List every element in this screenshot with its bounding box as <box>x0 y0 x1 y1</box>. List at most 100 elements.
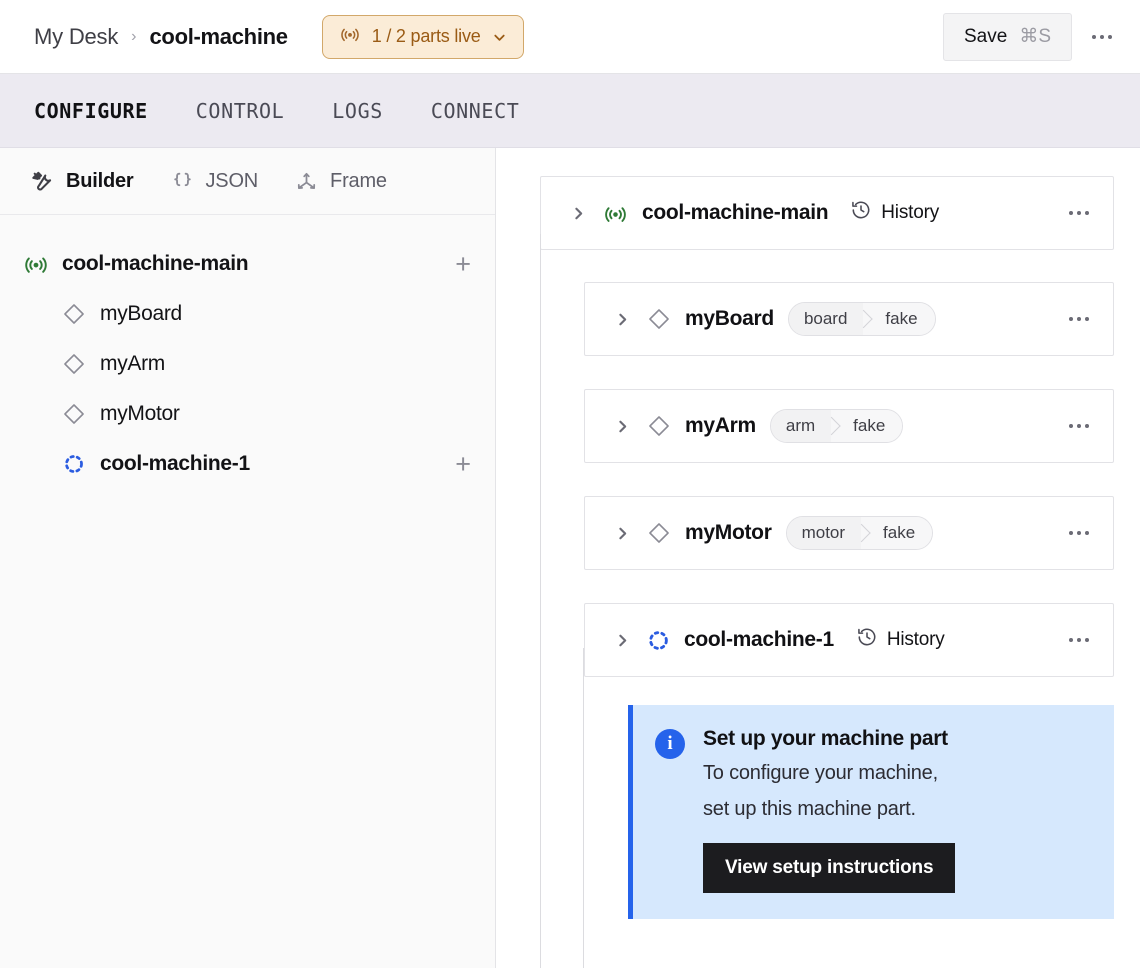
dot <box>1069 424 1073 428</box>
part-model-label: fake <box>861 517 933 549</box>
tab-configure[interactable]: CONFIGURE <box>34 98 148 123</box>
view-setup-instructions-button[interactable]: View setup instructions <box>703 843 956 893</box>
dot <box>1092 34 1096 39</box>
dot <box>1077 531 1081 535</box>
tree-item-label: cool-machine-1 <box>100 452 250 475</box>
machine-tree: cool-machine-main + myBoard myArm <box>0 215 495 489</box>
machine-root-card[interactable]: cool-machine-main History <box>540 176 1114 250</box>
setup-info-callout: i Set up your machine part To configure … <box>628 705 1114 919</box>
history-button[interactable]: History <box>856 626 945 654</box>
save-shortcut-label: ⌘S <box>1019 26 1051 47</box>
radar-icon-green <box>603 201 628 226</box>
dot <box>1085 424 1089 428</box>
card-title: myMotor <box>685 521 772 544</box>
dashed-circle-icon <box>647 629 670 652</box>
card-actions <box>1059 620 1099 660</box>
chevron-right-icon[interactable] <box>611 418 633 435</box>
main-panel-inner: cool-machine-main History <box>496 148 1140 968</box>
spacer <box>540 463 1114 496</box>
part-card-mymotor[interactable]: myMotor motor fake <box>584 496 1114 570</box>
spacer <box>540 356 1114 389</box>
card-title: cool-machine-main <box>642 201 829 224</box>
mode-json-label: JSON <box>205 169 259 192</box>
top-bar: My Desk › cool-machine 1 / 2 parts live … <box>0 0 1140 74</box>
more-options-button[interactable] <box>1059 406 1099 446</box>
part-card-myboard[interactable]: myBoard board fake <box>584 282 1114 356</box>
breadcrumb-separator-icon: › <box>131 27 137 45</box>
save-button[interactable]: Save ⌘S <box>943 12 1072 61</box>
more-options-button[interactable] <box>1059 193 1099 233</box>
mode-builder-label: Builder <box>66 169 134 192</box>
tree-item-myarm[interactable]: myArm <box>0 339 495 389</box>
mode-frame[interactable]: Frame <box>294 169 387 194</box>
dot <box>1069 317 1073 321</box>
chevron-down-icon <box>492 29 507 44</box>
diamond-icon <box>58 402 90 426</box>
tree-item-cool-machine-main[interactable]: cool-machine-main + <box>0 239 495 289</box>
top-bar-actions: Save ⌘S <box>943 12 1122 61</box>
mode-json[interactable]: JSON <box>170 169 259 194</box>
breadcrumb-root-link[interactable]: My Desk <box>34 23 119 49</box>
add-part-button[interactable]: + <box>455 248 471 279</box>
card-title: myArm <box>685 414 756 437</box>
part-type-badge: motor fake <box>785 516 934 550</box>
braces-icon <box>170 169 195 194</box>
mode-builder[interactable]: Builder <box>30 169 134 194</box>
diamond-icon <box>647 414 671 438</box>
tab-logs[interactable]: LOGS <box>332 98 383 123</box>
part-type-label: arm <box>770 410 832 442</box>
chevron-right-icon[interactable] <box>611 632 633 649</box>
tab-control[interactable]: CONTROL <box>195 98 285 123</box>
parts-live-status-chip[interactable]: 1 / 2 parts live <box>321 14 524 59</box>
part-card-myarm[interactable]: myArm arm fake <box>584 389 1114 463</box>
tab-connect[interactable]: CONNECT <box>430 98 520 123</box>
diamond-icon <box>647 521 671 545</box>
tree-item-myboard[interactable]: myBoard <box>0 289 495 339</box>
radar-icon <box>339 23 361 50</box>
dot <box>1069 211 1073 215</box>
history-button[interactable]: History <box>850 199 939 227</box>
history-icon <box>850 199 872 227</box>
callout-line-1: To configure your machine, <box>703 762 938 784</box>
part-type-label: motor <box>786 517 862 549</box>
tree-item-mymotor[interactable]: myMotor <box>0 389 495 439</box>
sidebar: Builder JSON <box>0 148 496 968</box>
tree-connector-line <box>540 234 541 968</box>
dot <box>1085 638 1089 642</box>
more-options-button[interactable] <box>1059 513 1099 553</box>
sub-machine-card-cool-machine-1[interactable]: cool-machine-1 History <box>584 603 1114 677</box>
breadcrumb-current: cool-machine <box>149 23 289 49</box>
more-options-button[interactable] <box>1082 17 1122 57</box>
tree-connector-line-nested <box>583 648 584 968</box>
chevron-right-icon[interactable] <box>611 311 633 328</box>
card-actions <box>1059 299 1099 339</box>
dot <box>1069 638 1073 642</box>
callout-body: To configure your machine, set up this m… <box>703 755 955 827</box>
diamond-icon <box>58 352 90 376</box>
add-part-button[interactable]: + <box>455 448 471 479</box>
save-button-label: Save <box>964 25 1008 47</box>
dot <box>1077 424 1081 428</box>
more-options-button[interactable] <box>1059 620 1099 660</box>
callout-title: Set up your machine part <box>703 727 948 750</box>
parts-live-label: 1 / 2 parts live <box>371 26 481 46</box>
part-type-label: board <box>788 303 864 335</box>
history-button-label: History <box>886 629 945 650</box>
chevron-right-icon[interactable] <box>611 525 633 542</box>
dot <box>1077 638 1081 642</box>
dot <box>1085 317 1089 321</box>
tree-item-label: myBoard <box>100 302 182 325</box>
chevron-right-icon[interactable] <box>567 205 589 222</box>
more-options-button[interactable] <box>1059 299 1099 339</box>
sidebar-mode-bar: Builder JSON <box>0 148 495 215</box>
axes-icon <box>294 169 319 194</box>
callout-content: Set up your machine part To configure yo… <box>703 727 956 893</box>
dot <box>1100 34 1104 39</box>
tab-bar: CONFIGURE CONTROL LOGS CONNECT <box>0 74 1140 148</box>
callout-line-2: set up this machine part. <box>703 798 916 820</box>
part-model-label: fake <box>863 303 935 335</box>
dot <box>1108 34 1112 39</box>
card-actions <box>1059 406 1099 446</box>
tools-icon <box>30 169 55 194</box>
tree-item-cool-machine-1[interactable]: cool-machine-1 + <box>0 439 495 489</box>
